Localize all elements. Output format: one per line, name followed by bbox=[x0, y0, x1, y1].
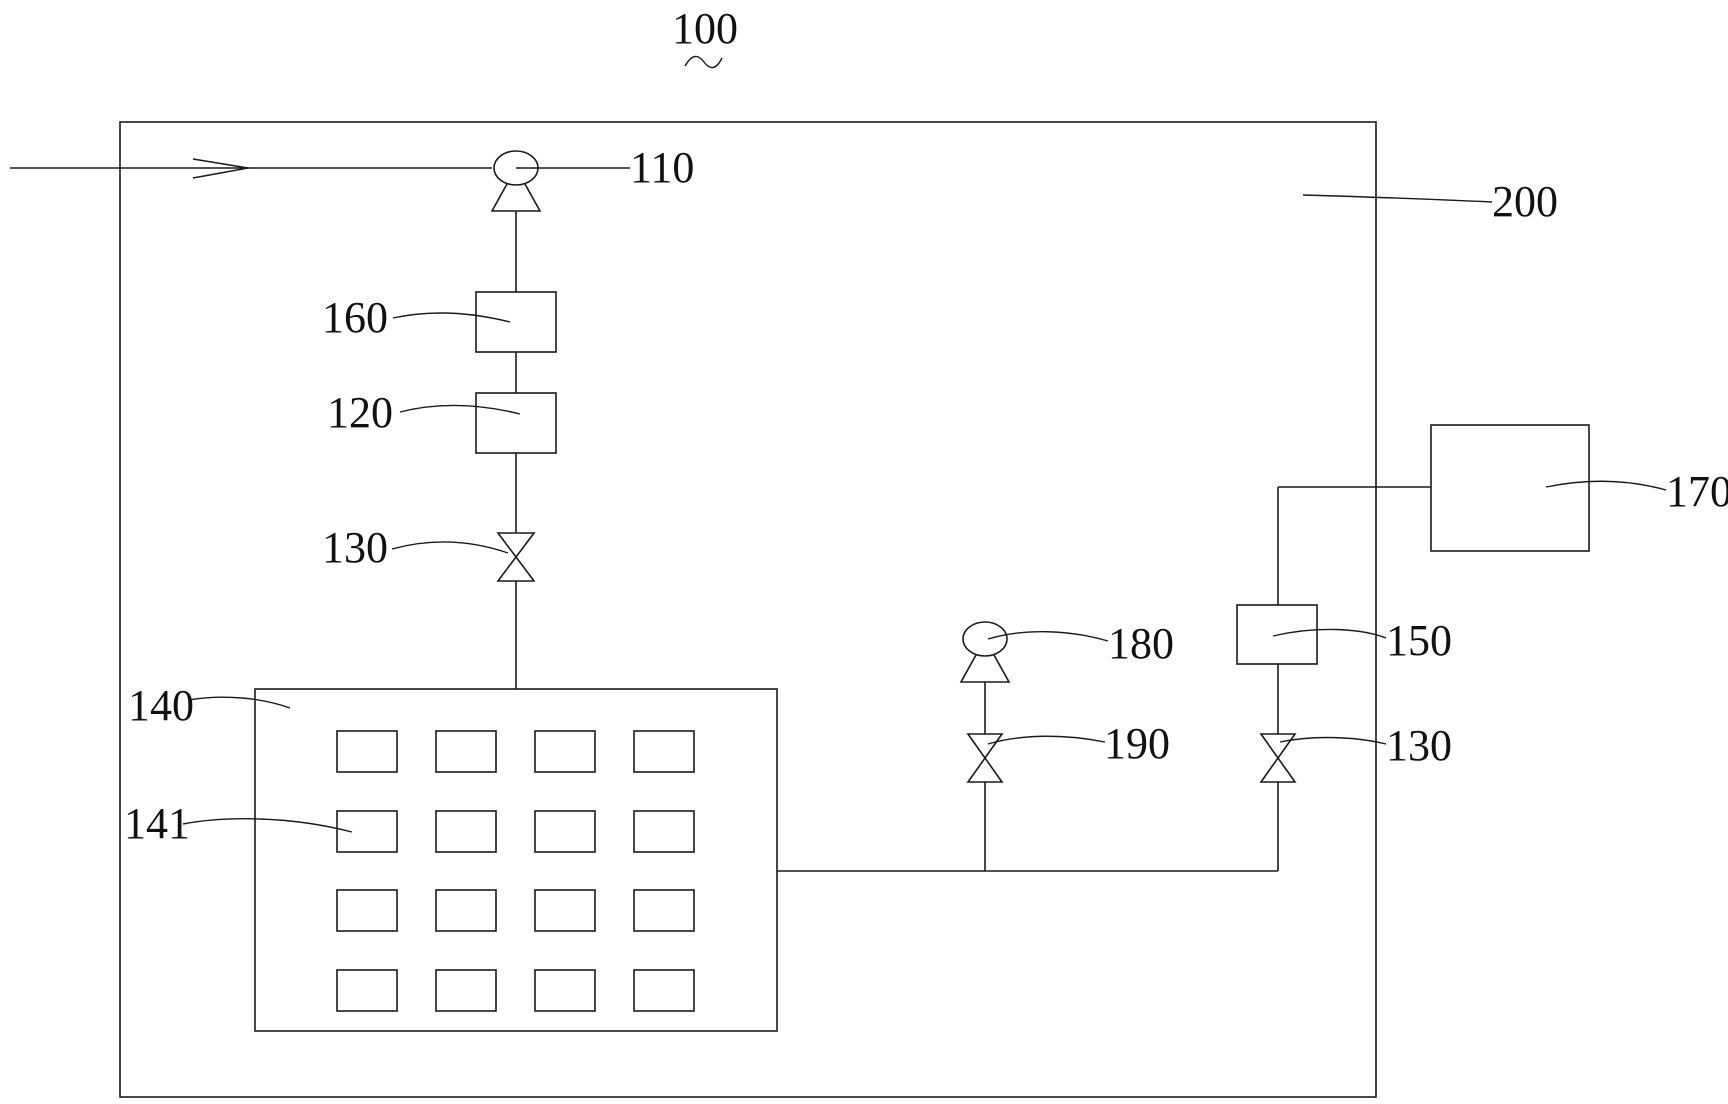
label-system: 100 bbox=[672, 4, 738, 53]
cell-141 bbox=[633, 889, 695, 932]
box-120 bbox=[475, 392, 557, 454]
leader-150 bbox=[1272, 628, 1387, 639]
pump-180-icon bbox=[959, 621, 1011, 683]
leader-141 bbox=[182, 818, 353, 833]
cell-141 bbox=[534, 969, 596, 1012]
label-chamber: 140 bbox=[128, 681, 194, 730]
cell-141 bbox=[633, 730, 695, 773]
leader-130-upper bbox=[391, 541, 509, 554]
label-enclosure: 200 bbox=[1492, 177, 1558, 226]
label-box-120: 120 bbox=[327, 388, 393, 437]
label-box-150: 150 bbox=[1386, 616, 1452, 665]
leader-140 bbox=[187, 696, 291, 709]
system-tilde-mark bbox=[684, 55, 723, 69]
valve-190-icon bbox=[966, 733, 1004, 783]
cell-141 bbox=[336, 810, 398, 853]
label-pump-inlet: 110 bbox=[630, 143, 694, 192]
chamber-140 bbox=[254, 688, 778, 1032]
inlet-arrow-icon bbox=[192, 158, 249, 179]
cell-141 bbox=[534, 889, 596, 932]
label-tank: 170 bbox=[1666, 467, 1728, 516]
label-pump-aux: 180 bbox=[1108, 619, 1174, 668]
leader-200 bbox=[1302, 194, 1493, 203]
cell-141 bbox=[435, 889, 497, 932]
cell-141 bbox=[534, 810, 596, 853]
label-valve-lower: 130 bbox=[1386, 721, 1452, 770]
cell-grid bbox=[336, 730, 695, 1012]
valve-130-lower-icon bbox=[1259, 733, 1297, 783]
cell-141 bbox=[534, 730, 596, 773]
tank-170 bbox=[1430, 424, 1590, 552]
cell-141 bbox=[633, 810, 695, 853]
leader-160 bbox=[392, 312, 511, 323]
cell-141 bbox=[435, 969, 497, 1012]
cell-141 bbox=[435, 730, 497, 773]
leader-180 bbox=[987, 631, 1109, 642]
label-valve-upper: 130 bbox=[322, 523, 388, 572]
label-cell: 141 bbox=[124, 799, 190, 848]
cell-141 bbox=[336, 730, 398, 773]
leader-120 bbox=[399, 404, 521, 415]
label-box-160: 160 bbox=[322, 293, 388, 342]
leader-190 bbox=[987, 735, 1106, 745]
cell-141 bbox=[435, 810, 497, 853]
box-160 bbox=[475, 291, 557, 353]
valve-130-upper-icon bbox=[496, 532, 536, 582]
cell-141 bbox=[633, 969, 695, 1012]
leader-130-lower bbox=[1279, 736, 1387, 745]
cell-141 bbox=[336, 969, 398, 1012]
cell-141 bbox=[336, 889, 398, 932]
leader-170 bbox=[1545, 480, 1667, 491]
label-valve-aux: 190 bbox=[1104, 719, 1170, 768]
